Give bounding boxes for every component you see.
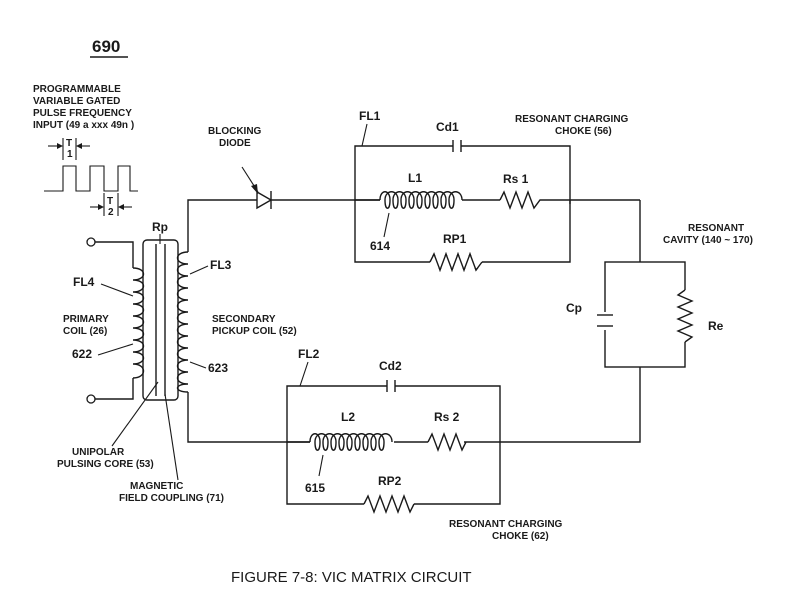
- svg-text:RESONANT: RESONANT: [688, 223, 744, 234]
- svg-text:MAGNETIC: MAGNETIC: [130, 481, 183, 492]
- blocking-diode: [256, 190, 380, 210]
- ref-615: 615: [305, 481, 325, 495]
- t2-marker: T 2: [90, 193, 132, 218]
- ref-614: 614: [370, 239, 390, 253]
- figure-number: 690: [92, 37, 120, 56]
- rs1-resistor: [499, 190, 570, 210]
- svg-text:VARIABLE GATED: VARIABLE GATED: [33, 96, 120, 107]
- svg-text:T: T: [66, 138, 72, 149]
- svg-text:CHOKE (56): CHOKE (56): [555, 126, 612, 137]
- rp1-gap: [430, 256, 482, 268]
- secondary-coil-label: SECONDARY PICKUP COIL (52): [212, 314, 297, 337]
- rs2-label: Rs 2: [434, 410, 460, 424]
- choke-62-label: RESONANT CHARGING CHOKE (62): [449, 519, 563, 542]
- ref-622: 622: [72, 347, 92, 361]
- rp2-resistor: [363, 494, 415, 514]
- fl3-label: FL3: [210, 258, 232, 272]
- ref-614-leader: [383, 212, 390, 238]
- fl2-label: FL2: [298, 347, 320, 361]
- cd1-label: Cd1: [436, 120, 459, 134]
- diode-arrow-head: [251, 184, 258, 194]
- figure-caption: FIGURE 7-8: VIC MATRIX CIRCUIT: [231, 569, 472, 586]
- fl1-leader: [361, 123, 368, 147]
- choke-62-frame: [286, 380, 501, 505]
- rs2-resistor: [427, 432, 467, 452]
- core-label: UNIPOLAR PULSING CORE (53): [57, 447, 154, 470]
- resonant-cavity-label: RESONANT CAVITY (140 ~ 170): [663, 223, 753, 246]
- cd2-label: Cd2: [379, 359, 402, 373]
- ref-615-leader: [318, 454, 324, 477]
- rp1-label: RP1: [443, 232, 467, 246]
- re-label: Re: [708, 319, 724, 333]
- choke-56-label: RESONANT CHARGING CHOKE (56): [515, 114, 629, 137]
- core-leader: [111, 381, 159, 447]
- l2-label: L2: [341, 410, 355, 424]
- l1-label: L1: [408, 171, 422, 185]
- ref-622-leader: [97, 343, 134, 356]
- rp2-label: RP2: [378, 474, 402, 488]
- svg-text:PULSE FREQUENCY: PULSE FREQUENCY: [33, 108, 132, 119]
- rp-label: Rp: [152, 220, 168, 234]
- t1-marker: T 1: [48, 138, 90, 160]
- svg-text:PULSING CORE (53): PULSING CORE (53): [57, 459, 154, 470]
- svg-text:1: 1: [67, 149, 73, 160]
- svg-text:COIL (26): COIL (26): [63, 326, 107, 337]
- svg-text:RESONANT CHARGING: RESONANT CHARGING: [515, 114, 629, 125]
- choke-56-frame: [354, 140, 571, 263]
- fl3-leader: [189, 265, 209, 275]
- input-label: PROGRAMMABLE VARIABLE GATED PULSE FREQUE…: [33, 84, 134, 131]
- svg-text:2: 2: [108, 207, 114, 218]
- svg-text:CAVITY (140 ~ 170): CAVITY (140 ~ 170): [663, 235, 753, 246]
- ref-623: 623: [208, 361, 228, 375]
- coupling-label: MAGNETIC FIELD COUPLING (71): [119, 481, 224, 504]
- svg-text:BLOCKING: BLOCKING: [208, 126, 262, 137]
- blocking-diode-label: BLOCKING DIODE: [208, 126, 262, 149]
- coupling-leader: [164, 393, 179, 481]
- svg-text:T: T: [107, 196, 113, 207]
- svg-text:UNIPOLAR: UNIPOLAR: [72, 447, 125, 458]
- resonant-cavity: [597, 261, 694, 368]
- pulse-waveform: [44, 165, 138, 192]
- ref-623-leader: [189, 361, 207, 369]
- primary-coil: [86, 237, 145, 404]
- svg-text:CHOKE (62): CHOKE (62): [492, 531, 549, 542]
- secondary-pickup-coil: [176, 199, 641, 443]
- fl4-leader: [100, 283, 134, 297]
- rs1-label: Rs 1: [503, 172, 529, 186]
- svg-text:SECONDARY: SECONDARY: [212, 314, 276, 325]
- svg-text:RESONANT CHARGING: RESONANT CHARGING: [449, 519, 563, 530]
- svg-text:PICKUP COIL (52): PICKUP COIL (52): [212, 326, 297, 337]
- fl4-label: FL4: [73, 275, 95, 289]
- unipolar-pulsing-core: [142, 239, 179, 401]
- svg-text:INPUT (49 a xxx 49n ): INPUT (49 a xxx 49n ): [33, 120, 134, 131]
- fl2-leader: [299, 361, 309, 387]
- svg-text:PRIMARY: PRIMARY: [63, 314, 109, 325]
- svg-text:FIELD COUPLING (71): FIELD COUPLING (71): [119, 493, 224, 504]
- primary-coil-label: PRIMARY COIL (26): [63, 314, 109, 337]
- l1-inductor: [379, 191, 500, 209]
- svg-text:PROGRAMMABLE: PROGRAMMABLE: [33, 84, 121, 95]
- fl1-label: FL1: [359, 109, 381, 123]
- cp-label: Cp: [566, 301, 582, 315]
- rp1-zigzag: [429, 252, 483, 272]
- l2-inductor: [309, 433, 393, 451]
- svg-text:DIODE: DIODE: [219, 138, 251, 149]
